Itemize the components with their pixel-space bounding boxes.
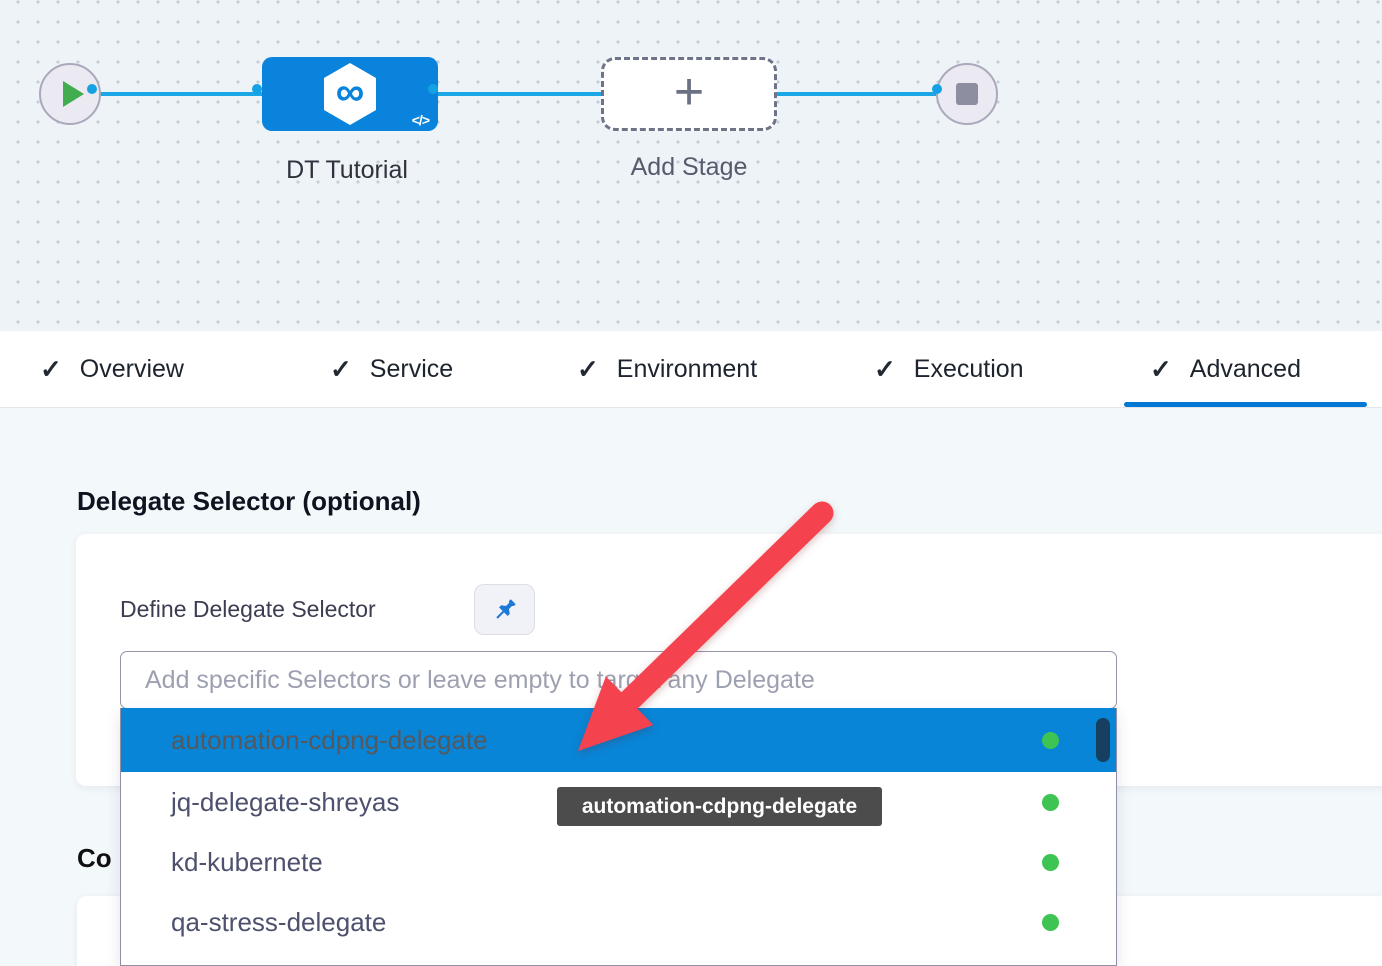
check-icon: ✓ [330,354,352,384]
option-label: automation-cdpng-delegate [171,724,488,755]
dropdown-option[interactable]: automation-cdpng-delegate [121,708,1116,772]
pipeline-start-node[interactable] [39,63,101,125]
connector-dot [87,84,97,94]
stop-icon [956,83,978,105]
play-icon [63,81,84,107]
dropdown-option[interactable]: qa-stress-delegate [121,892,1116,952]
tab-label: Overview [79,355,184,383]
pin-input-type-button[interactable] [474,584,535,635]
option-label: kd-kubernete [171,846,323,877]
tab-service[interactable]: ✓ Service [330,331,453,408]
connector-dot [428,84,438,94]
pipeline-edge [438,92,601,96]
tab-label: Execution [913,355,1024,383]
delegate-selector-dropdown: automation-cdpng-delegate jq-delegate-sh… [120,708,1117,966]
status-dot-icon [1042,913,1059,931]
advanced-tab-panel: Delegate Selector (optional) Co Define D… [0,408,1382,966]
stage-label: DT Tutorial [286,156,408,184]
pipeline-edge [777,92,942,96]
delegate-selector-heading: Delegate Selector (optional) [77,486,421,516]
stage-tabbar: ✓ Overview ✓ Service ✓ Environment ✓ Exe… [0,331,1382,408]
partially-hidden-heading: Co [77,843,112,873]
tab-label: Advanced [1189,355,1301,383]
harness-cd-icon [324,63,376,125]
tab-label: Service [369,355,454,383]
code-icon[interactable]: </> [411,112,430,128]
scrollbar-thumb[interactable] [1096,718,1110,762]
option-label: qa-stress-delegate [171,906,387,937]
add-stage-label: Add Stage [630,153,748,181]
pipeline-end-node[interactable] [936,63,998,125]
status-dot-icon [1042,793,1059,811]
dropdown-option[interactable]: jq-delegate-shreyas [121,772,1116,832]
infinity-icon: ∞ [335,69,365,114]
tab-label: Environment [616,355,758,383]
connector-dot [932,84,942,94]
tab-environment[interactable]: ✓ Environment [577,331,757,408]
tab-overview[interactable]: ✓ Overview [40,331,184,408]
connector-dot [252,84,262,94]
dropdown-option[interactable]: kd-kubernete [121,832,1116,892]
status-dot-icon [1042,731,1059,749]
check-icon: ✓ [577,354,599,384]
check-icon: ✓ [40,354,62,384]
define-delegate-selector-label: Define Delegate Selector [120,596,376,622]
option-label: jq-delegate-shreyas [171,786,400,817]
status-dot-icon [1042,853,1059,871]
add-stage-button[interactable]: + [601,57,777,131]
delegate-selector-input[interactable] [120,651,1117,709]
plus-icon: + [673,63,705,121]
check-icon: ✓ [1150,354,1172,384]
delegate-name-tooltip: automation-cdpng-delegate [557,787,882,826]
check-icon: ✓ [874,354,896,384]
tab-advanced[interactable]: ✓ Advanced [1150,331,1301,408]
pushpin-icon [496,598,516,618]
pipeline-canvas[interactable]: ∞ </> + DT Tutorial Add Stage [0,0,1382,331]
active-tab-indicator [1124,402,1367,407]
tab-execution[interactable]: ✓ Execution [874,331,1024,408]
stage-node-dt-tutorial[interactable]: ∞ </> [262,57,438,131]
pipeline-edge [97,92,262,96]
